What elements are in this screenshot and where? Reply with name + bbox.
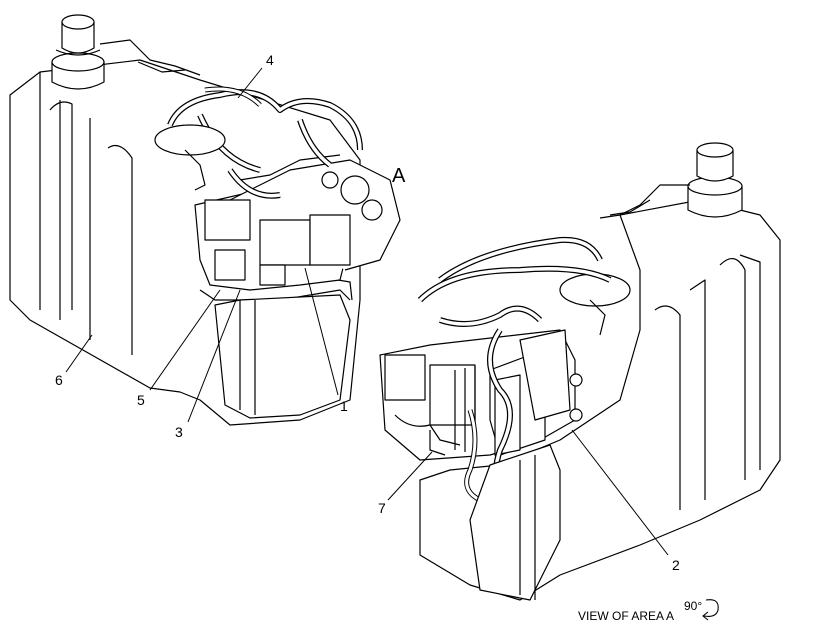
callout-3: 3 xyxy=(175,424,183,440)
leader-4 xyxy=(237,67,263,99)
leader-3 xyxy=(187,289,241,423)
leader-6 xyxy=(65,334,93,373)
callout-labels: 4 6 5 3 1 7 2 A xyxy=(55,52,680,573)
right-filler-cap xyxy=(687,142,743,218)
left-pump-module xyxy=(154,86,401,301)
left-filler-cap xyxy=(51,14,105,90)
callout-6: 6 xyxy=(55,372,63,388)
leader-2 xyxy=(571,429,669,556)
area-a-label: A xyxy=(392,165,406,187)
leader-7 xyxy=(387,451,433,501)
leader-5 xyxy=(149,289,221,391)
right-pump-module xyxy=(379,236,612,503)
callout-1: 1 xyxy=(340,398,348,414)
leader-1 xyxy=(304,267,339,396)
callout-7: 7 xyxy=(378,500,386,516)
callout-4: 4 xyxy=(266,52,274,68)
right-tank-assembly xyxy=(379,142,781,601)
rotation-arrow-icon xyxy=(702,599,719,621)
callout-5: 5 xyxy=(137,392,145,408)
callout-2: 2 xyxy=(672,557,680,573)
rotation-label: 90° xyxy=(684,599,702,613)
view-of-area-label: VIEW OF AREA A xyxy=(578,609,674,623)
view-caption: VIEW OF AREA A 90° xyxy=(578,599,719,623)
leader-lines xyxy=(65,67,669,556)
left-tank-assembly xyxy=(9,14,401,426)
